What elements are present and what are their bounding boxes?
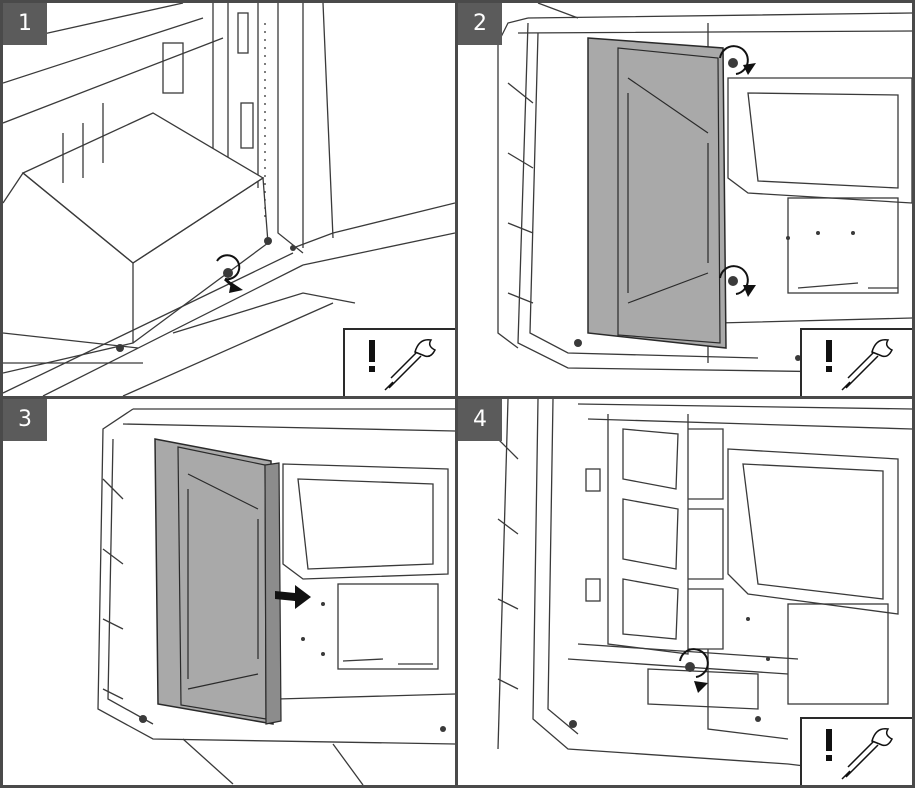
- step-3-illustration: [3, 399, 455, 785]
- step-number-badge: 2: [458, 3, 502, 45]
- screwdriver-icon: [802, 719, 912, 785]
- step-number-badge: 1: [3, 3, 47, 45]
- side-cover: [588, 38, 726, 348]
- step-number-badge: 4: [458, 399, 502, 441]
- step-4-panel: 4: [458, 399, 912, 785]
- step-1-panel: 1: [3, 3, 455, 396]
- step-2-panel: 2: [458, 3, 912, 396]
- tool-callout: [343, 328, 455, 396]
- step-number-badge: 3: [3, 399, 47, 441]
- tool-callout: [800, 328, 912, 396]
- side-cover: [155, 439, 281, 724]
- tool-callout: [800, 717, 912, 785]
- screwdriver-icon: [802, 330, 912, 396]
- step-3-panel: 3: [3, 399, 455, 785]
- rotate-arrow-icon: [720, 46, 756, 75]
- screwdriver-icon: [345, 330, 455, 396]
